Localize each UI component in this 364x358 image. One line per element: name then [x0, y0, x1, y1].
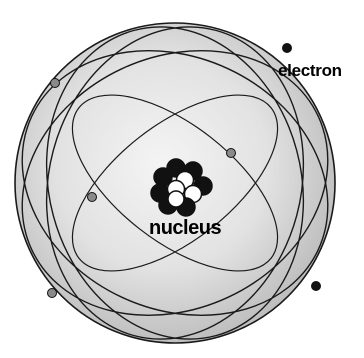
electron-dot: [311, 281, 321, 291]
electron-dot: [50, 78, 60, 88]
electrons: [47, 43, 321, 298]
inner-orbits: [71, 94, 279, 272]
nucleon: [167, 190, 185, 208]
electron-dot: [87, 192, 97, 202]
orbit-ring: [45, 26, 305, 340]
electron-dot: [226, 148, 236, 158]
electron-label: electron: [278, 61, 342, 80]
nucleus-label: nucleus: [149, 217, 222, 239]
nucleus-cluster: [150, 158, 213, 217]
orbit-ring: [45, 26, 305, 340]
inner-orbit: [71, 94, 279, 272]
electron-dot: [282, 43, 292, 53]
inner-orbit: [71, 94, 279, 272]
electron-dot: [47, 288, 57, 298]
